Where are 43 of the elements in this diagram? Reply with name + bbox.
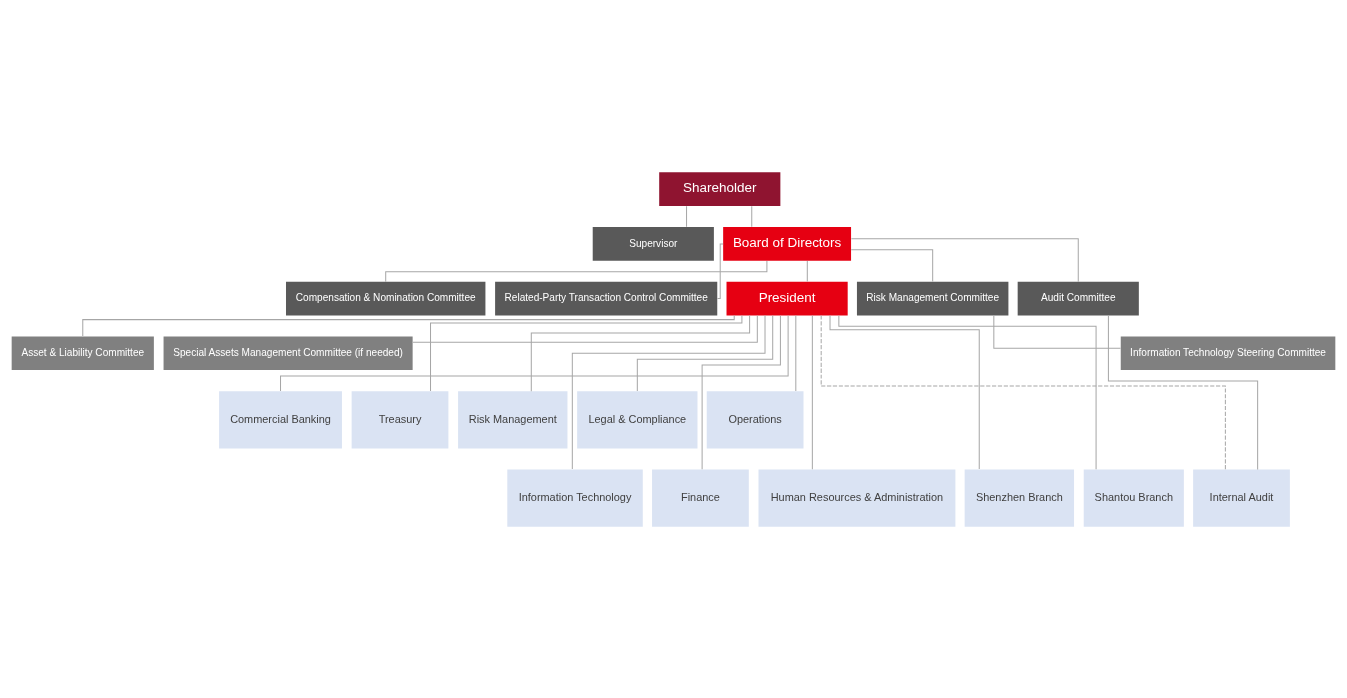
node-box: Compensation & Nomination Committee bbox=[286, 281, 486, 315]
node-box: Information Technology Steering Committee bbox=[1120, 335, 1336, 370]
node-box: Commercial Banking bbox=[219, 390, 342, 448]
connector bbox=[385, 260, 768, 282]
node-box: Treasury bbox=[351, 390, 449, 448]
node-box: Information Technology bbox=[507, 468, 643, 527]
connector bbox=[993, 314, 1122, 349]
node-box: Operations bbox=[706, 390, 804, 448]
connector bbox=[530, 314, 751, 392]
connector bbox=[806, 259, 808, 282]
node-box: Audit Committee bbox=[1017, 281, 1139, 315]
node-box: Finance bbox=[652, 468, 749, 527]
node-box: Human Resources & Administration bbox=[758, 468, 956, 527]
connector bbox=[751, 205, 753, 227]
node-box: Related-Party Transaction Control Committee bbox=[495, 281, 718, 315]
connector bbox=[1107, 314, 1259, 470]
node-box: Shenzhen Branch bbox=[964, 468, 1075, 527]
connector bbox=[280, 314, 789, 392]
node-box: Legal & Compliance bbox=[577, 390, 698, 448]
connector bbox=[430, 314, 743, 391]
connector bbox=[412, 314, 758, 343]
connector bbox=[636, 314, 774, 391]
node-box: Risk Management bbox=[458, 390, 568, 448]
node-box: Risk Management Committee bbox=[856, 281, 1009, 315]
node-box: Supervisor bbox=[592, 226, 714, 261]
node-box: Shareholder bbox=[659, 171, 781, 206]
node-box: Internal Audit bbox=[1193, 468, 1290, 527]
connector bbox=[701, 314, 781, 470]
node-box: President bbox=[726, 281, 848, 315]
node-box: Asset & Liability Committee bbox=[11, 335, 154, 370]
connector bbox=[716, 242, 724, 299]
connector bbox=[850, 237, 1079, 282]
connector bbox=[811, 314, 813, 470]
connector bbox=[795, 314, 797, 391]
connector bbox=[686, 205, 688, 227]
connector bbox=[820, 314, 1226, 470]
connector bbox=[838, 314, 1097, 470]
connector bbox=[571, 314, 766, 470]
connector bbox=[829, 314, 980, 470]
node-box: Special Assets Management Committee (if needed) bbox=[163, 335, 413, 370]
connector bbox=[850, 248, 934, 282]
node-box: Shantou Branch bbox=[1083, 468, 1184, 527]
node-box: Board of Directors bbox=[723, 226, 852, 261]
